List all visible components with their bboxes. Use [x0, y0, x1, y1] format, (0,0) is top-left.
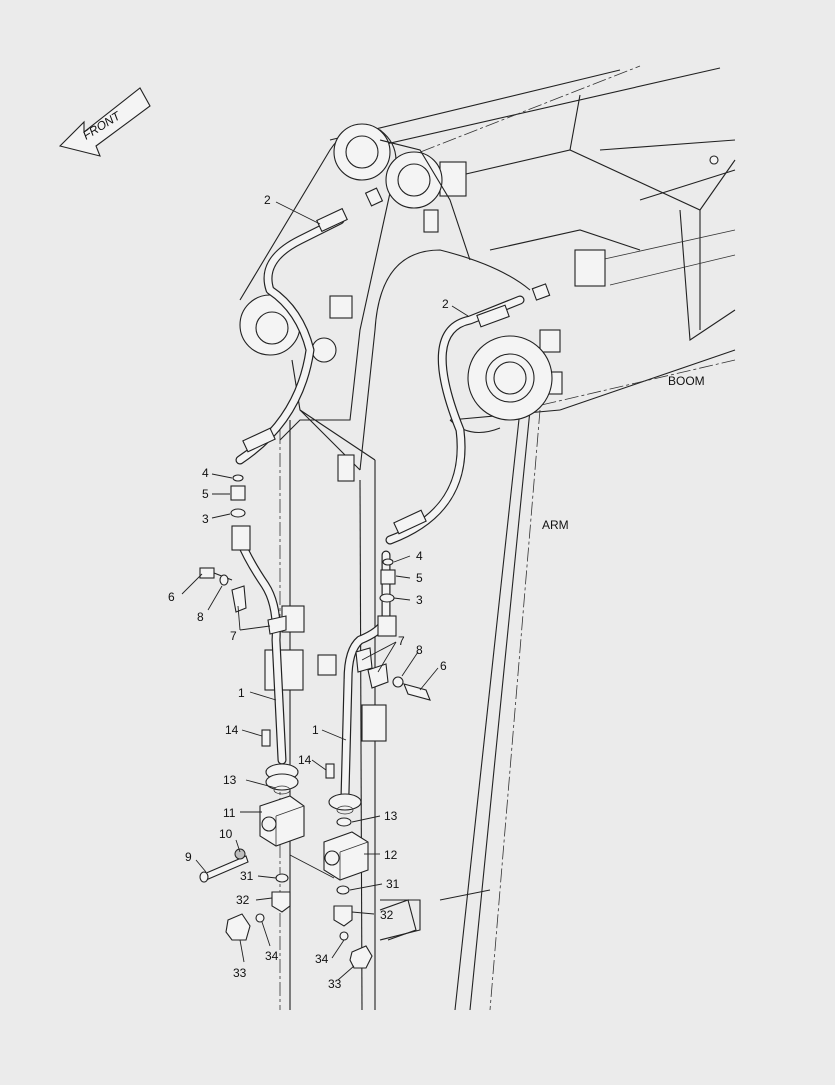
callout-5-right: 5	[416, 571, 423, 585]
callout-9: 9	[185, 850, 192, 864]
callout-2-right: 2	[442, 297, 449, 311]
callout-8-right: 8	[416, 643, 423, 657]
pipe-left	[199, 474, 305, 941]
callout-2-left: 2	[264, 193, 271, 207]
callout-14-right: 14	[298, 753, 312, 767]
callout-34-right: 34	[315, 952, 329, 966]
callout-12: 12	[384, 848, 398, 862]
callout-leaders	[181, 201, 469, 981]
callout-11: 11	[223, 806, 236, 820]
callout-34-left: 34	[265, 949, 279, 963]
front-direction-arrow: FRONT	[58, 87, 151, 157]
callout-14-left: 14	[225, 723, 239, 737]
callout-6-right: 6	[440, 659, 447, 673]
callout-33-right: 33	[328, 977, 342, 991]
callout-31-left: 31	[240, 869, 254, 883]
callout-3-right: 3	[416, 593, 423, 607]
callout-3-left: 3	[202, 512, 209, 526]
callout-10: 10	[219, 827, 233, 841]
callout-1-left: 1	[238, 686, 245, 700]
callout-8-left: 8	[197, 610, 204, 624]
callout-4-left: 4	[202, 466, 209, 480]
hose-left-upper	[235, 187, 384, 465]
label-arm: ARM	[542, 518, 569, 532]
callout-32-right: 32	[380, 908, 394, 922]
callout-31-right: 31	[386, 877, 400, 891]
callout-5-left: 5	[202, 487, 209, 501]
callout-6-left: 6	[168, 590, 175, 604]
hose-right-upper	[385, 283, 551, 545]
arm-structure	[239, 123, 553, 1011]
callout-32-left: 32	[236, 893, 250, 907]
label-boom: BOOM	[668, 374, 705, 388]
callout-33-left: 33	[233, 966, 247, 980]
callout-1-right: 1	[312, 723, 319, 737]
callout-4-right: 4	[416, 549, 423, 563]
callout-labels: BOOM ARM 2 2 4 5 3 6 8 7 1 14 13 11 10 9…	[168, 193, 705, 991]
pipe-right	[289, 550, 431, 969]
callout-13-left: 13	[223, 773, 237, 787]
callout-7-left: 7	[230, 629, 237, 643]
callout-13-right: 13	[384, 809, 398, 823]
callout-7-right: 7	[398, 634, 405, 648]
